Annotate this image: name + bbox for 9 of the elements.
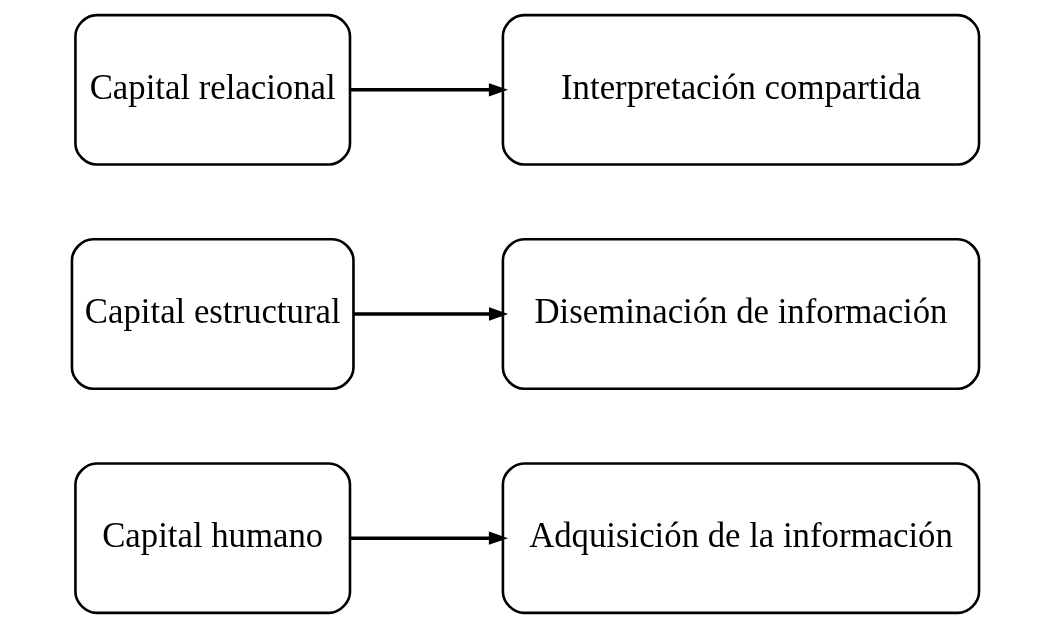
arrow: [353, 307, 509, 321]
node-box: Adquisición de la información: [501, 462, 981, 615]
node-box: Capital humano: [74, 462, 352, 615]
arrow: [350, 83, 509, 97]
node-box: Interpretación compartida: [501, 13, 981, 166]
node-box: Diseminación de información: [501, 237, 981, 391]
node-box: Capital estructural: [70, 237, 355, 391]
node-box: Capital relacional: [74, 13, 352, 166]
arrow: [350, 531, 509, 545]
